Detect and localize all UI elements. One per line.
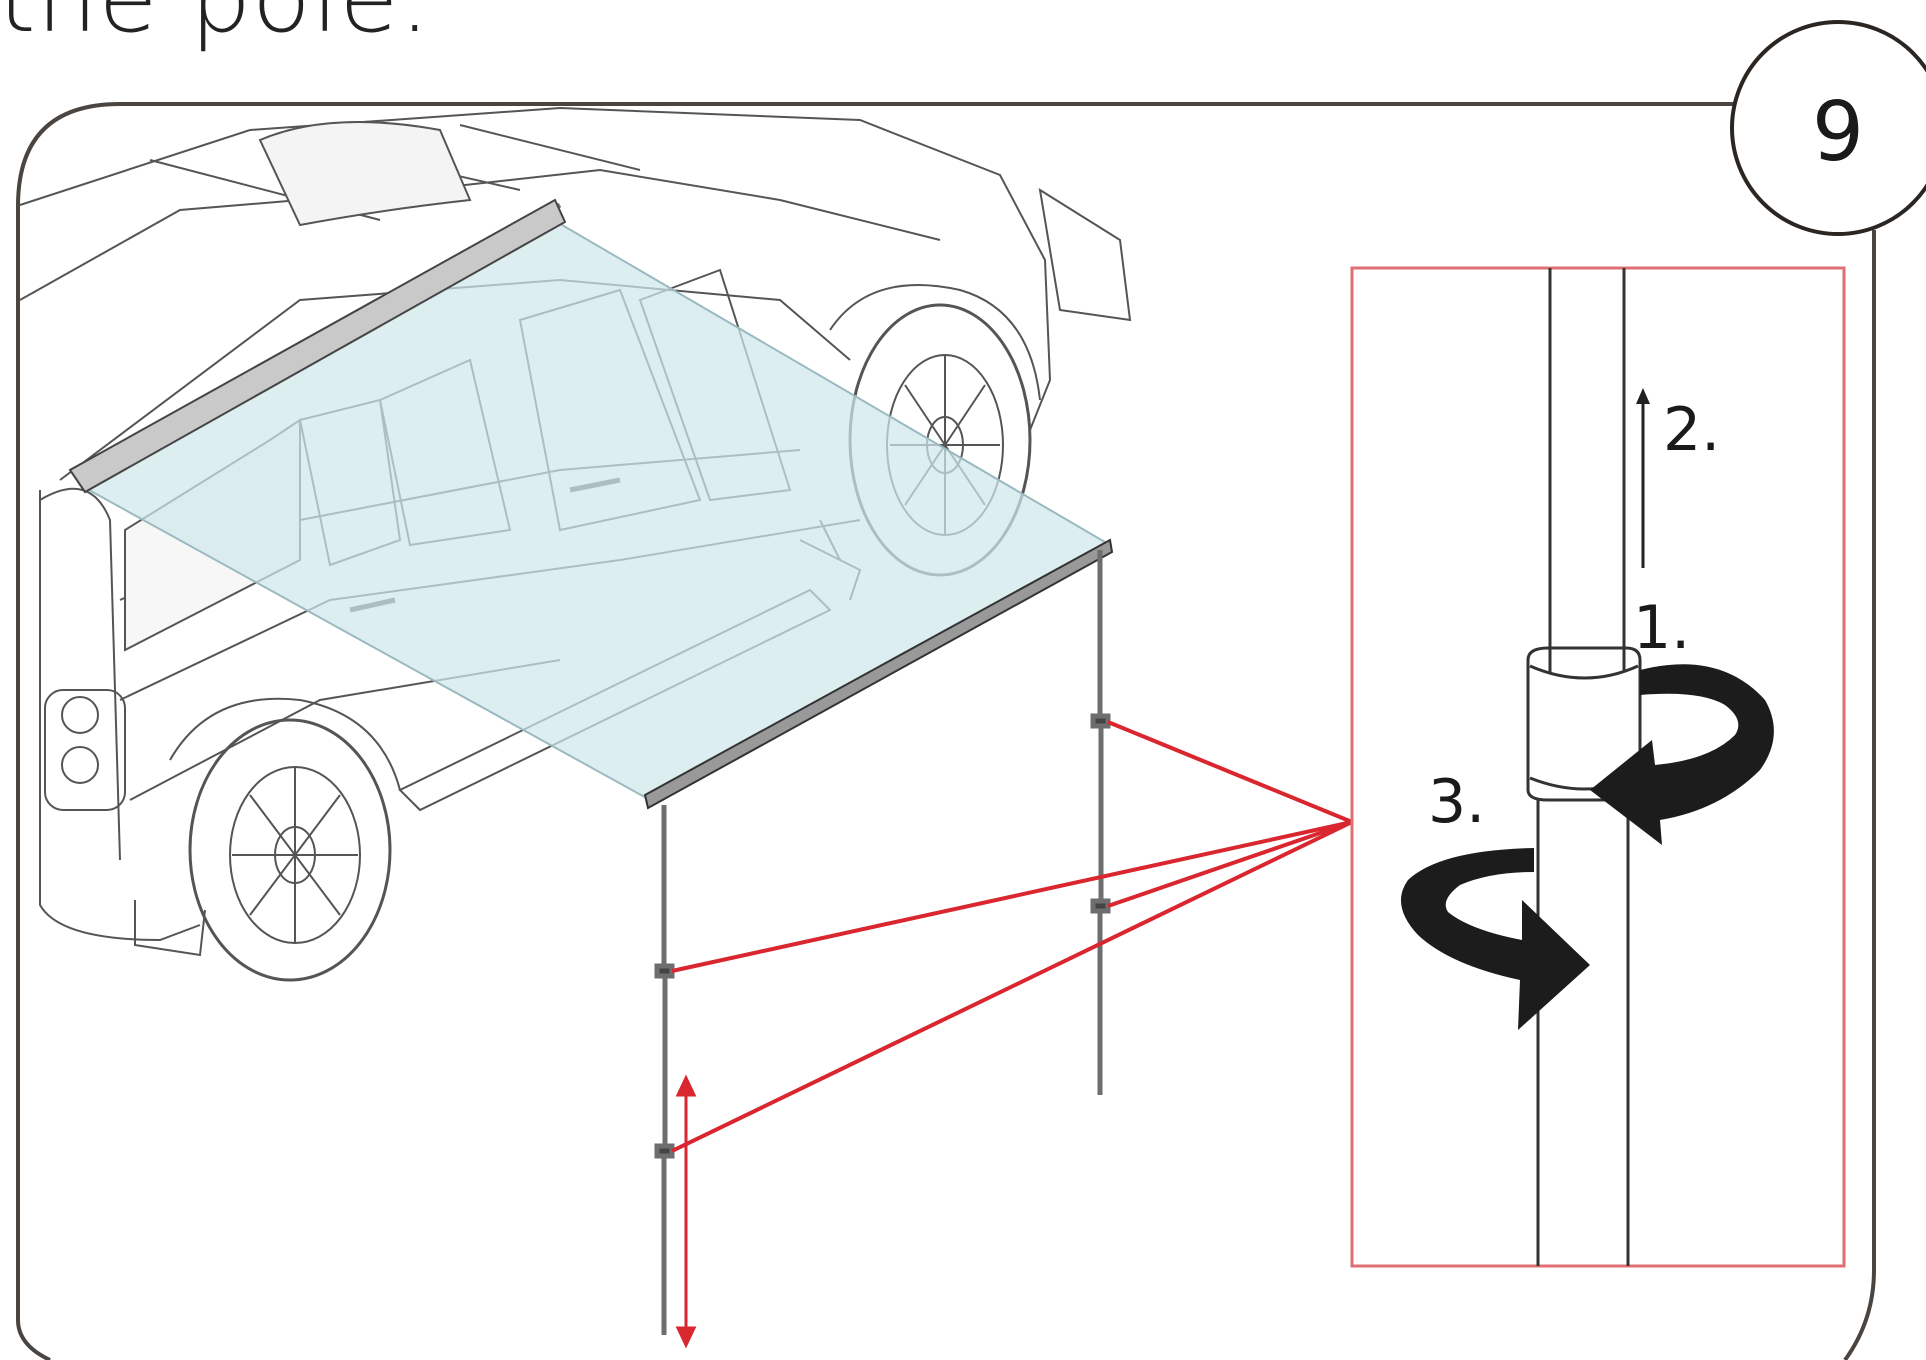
detail-inset: 2. 1. 3. xyxy=(1350,266,1846,1268)
awning-front-bar xyxy=(643,538,1114,810)
callout-lines xyxy=(671,720,1353,1153)
awning-pole-right xyxy=(1090,550,1111,1095)
double-arrow-icon xyxy=(675,1074,697,1349)
awning-fabric xyxy=(77,213,1113,802)
rotate-arrow-icon xyxy=(1400,848,1590,1030)
detail-label-3: 3. xyxy=(1428,767,1485,837)
awning-pole-left xyxy=(654,805,675,1335)
instruction-text-fragment: the pole. xyxy=(0,0,431,54)
up-arrow-icon xyxy=(1636,388,1650,568)
step-frame xyxy=(16,102,1876,1360)
step-number-badge: 9 xyxy=(1730,20,1926,236)
awning-case xyxy=(68,198,567,494)
detail-label-2: 2. xyxy=(1663,395,1720,465)
rotate-arrow-icon xyxy=(1590,664,1774,845)
detail-label-1: 1. xyxy=(1633,593,1690,663)
step-number: 9 xyxy=(1812,85,1864,180)
